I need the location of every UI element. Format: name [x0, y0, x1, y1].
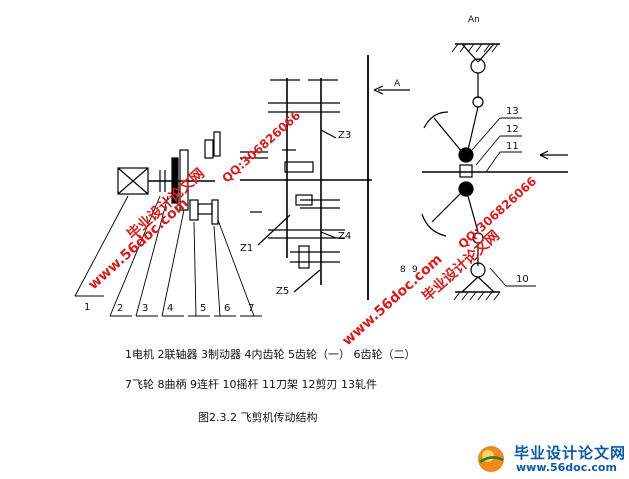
gear-train: [240, 55, 410, 300]
internal-gear: [189, 199, 213, 221]
gear-label-z1: Z1: [240, 243, 254, 254]
part-number-3: 3: [142, 303, 149, 314]
gear-label-z4: Z4: [338, 231, 352, 242]
part-number-12: 12: [506, 124, 519, 135]
footer-site-title: 毕业设计论文网: [514, 444, 627, 462]
part-number-9: 9: [412, 265, 418, 275]
motor: [117, 167, 149, 195]
gear-two: [204, 131, 221, 159]
part-number-10: 10: [516, 274, 529, 285]
part-number-11: 11: [506, 141, 519, 152]
gear-one: [211, 199, 219, 225]
top-load-label: An: [468, 15, 480, 25]
site-logo-icon: [478, 446, 504, 472]
part-leaders-left: [74, 195, 262, 317]
part-number-8: 8: [400, 265, 406, 275]
part-number-1: 1: [84, 302, 91, 313]
shear-linkage: [421, 43, 568, 301]
part-number-7: 7: [248, 303, 255, 314]
gear-label-z3: Z3: [338, 130, 352, 141]
part-number-4: 4: [167, 303, 174, 314]
coupling: [159, 170, 166, 192]
arrow-a-label: A: [394, 79, 401, 89]
part-number-6: 6: [224, 303, 231, 314]
part-number-5: 5: [200, 303, 207, 314]
footer-site-url: www.56doc.com: [516, 461, 617, 474]
part-number-13: 13: [506, 106, 519, 117]
legend-line-2: 7飞轮 8曲柄 9连杆 10摇杆 11刀架 12剪刃 13轧件: [125, 378, 377, 391]
part-number-2: 2: [117, 303, 124, 314]
legend-line-1: 1电机 2联轴器 3制动器 4内齿轮 5齿轮（一） 6齿轮（二）: [125, 348, 416, 361]
figure-caption: 图2.3.2 飞剪机传动结构: [198, 411, 318, 424]
gear-label-z5: Z5: [276, 286, 290, 297]
